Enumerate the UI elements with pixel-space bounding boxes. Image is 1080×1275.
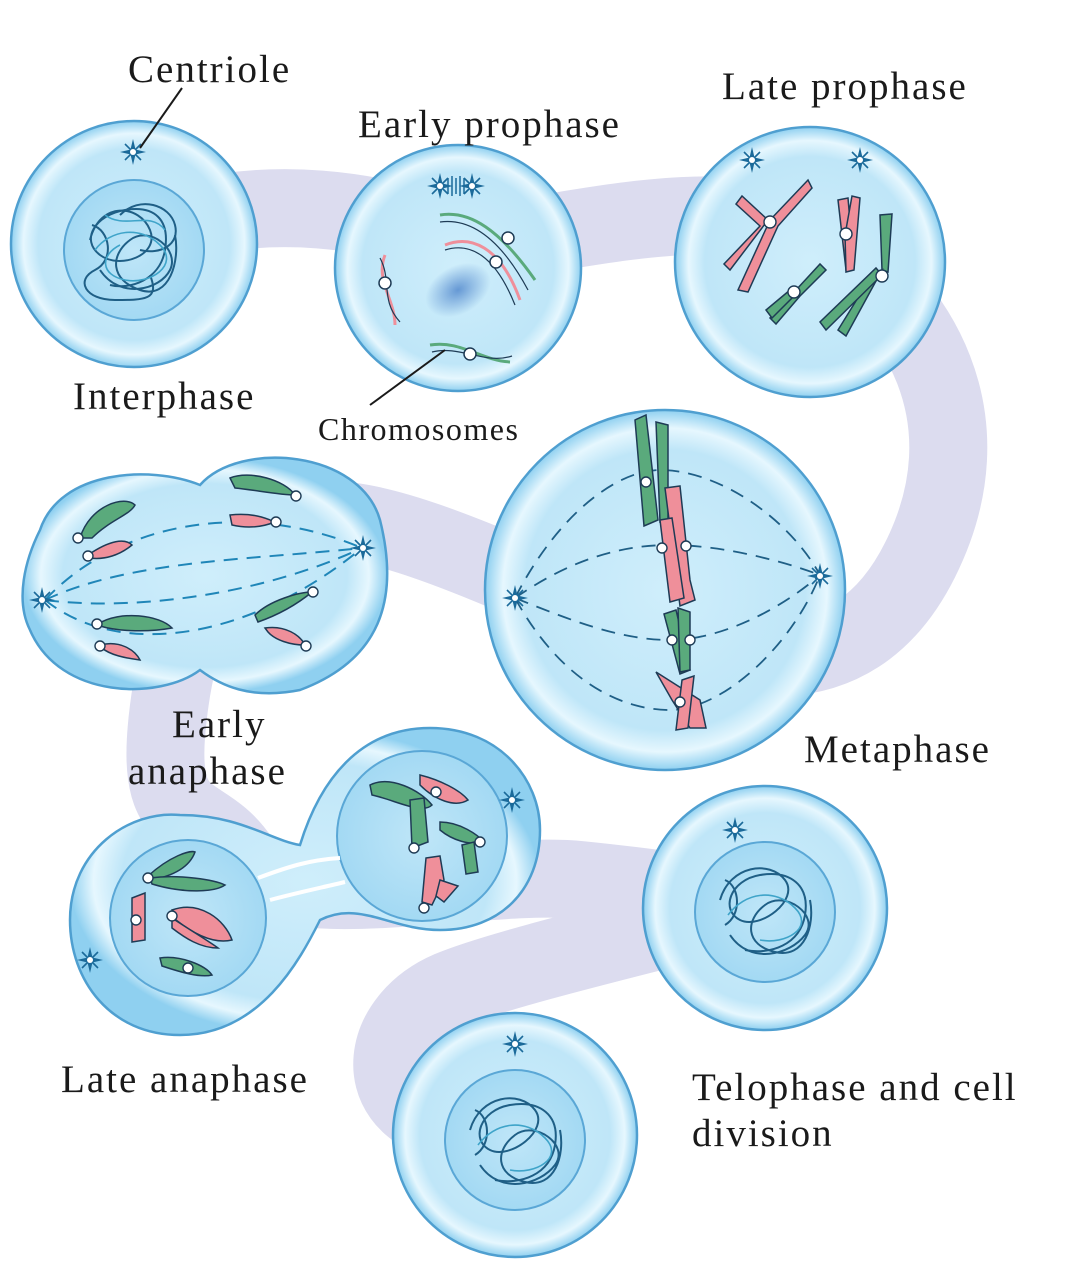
- label-metaphase: Metaphase: [804, 728, 991, 771]
- label-late-prophase: Late prophase: [722, 65, 968, 108]
- chromosome-pair: [722, 178, 893, 338]
- chromatin: [83, 203, 178, 302]
- label-early-prophase: Early prophase: [358, 103, 621, 146]
- label-telophase-2: division: [692, 1112, 834, 1155]
- interphase-cell: [9, 119, 259, 369]
- telophase-cell-lower: [391, 1011, 639, 1259]
- label-centriole: Centriole: [128, 48, 292, 91]
- label-telophase-1: Telophase and cell: [692, 1066, 1018, 1109]
- chromosomes-pointer: [369, 349, 446, 406]
- early-prophase-cell: [333, 143, 583, 393]
- metaphase-cell: [483, 408, 847, 772]
- early-anaphase-cell: [21, 456, 389, 695]
- late-prophase-cell: [673, 125, 947, 399]
- centriole-pair-icon: [426, 172, 486, 200]
- label-early-anaphase-2: anaphase: [128, 750, 287, 793]
- label-chromosomes: Chromosomes: [318, 411, 520, 447]
- label-early-anaphase-1: Early: [172, 703, 267, 746]
- label-late-anaphase: Late anaphase: [61, 1058, 309, 1101]
- condensing-chromosomes: [379, 212, 537, 364]
- centriole-pointer: [139, 87, 183, 149]
- label-interphase: Interphase: [73, 375, 256, 418]
- late-anaphase-cell: [68, 726, 542, 1037]
- telophase-cell-upper: [641, 784, 889, 1032]
